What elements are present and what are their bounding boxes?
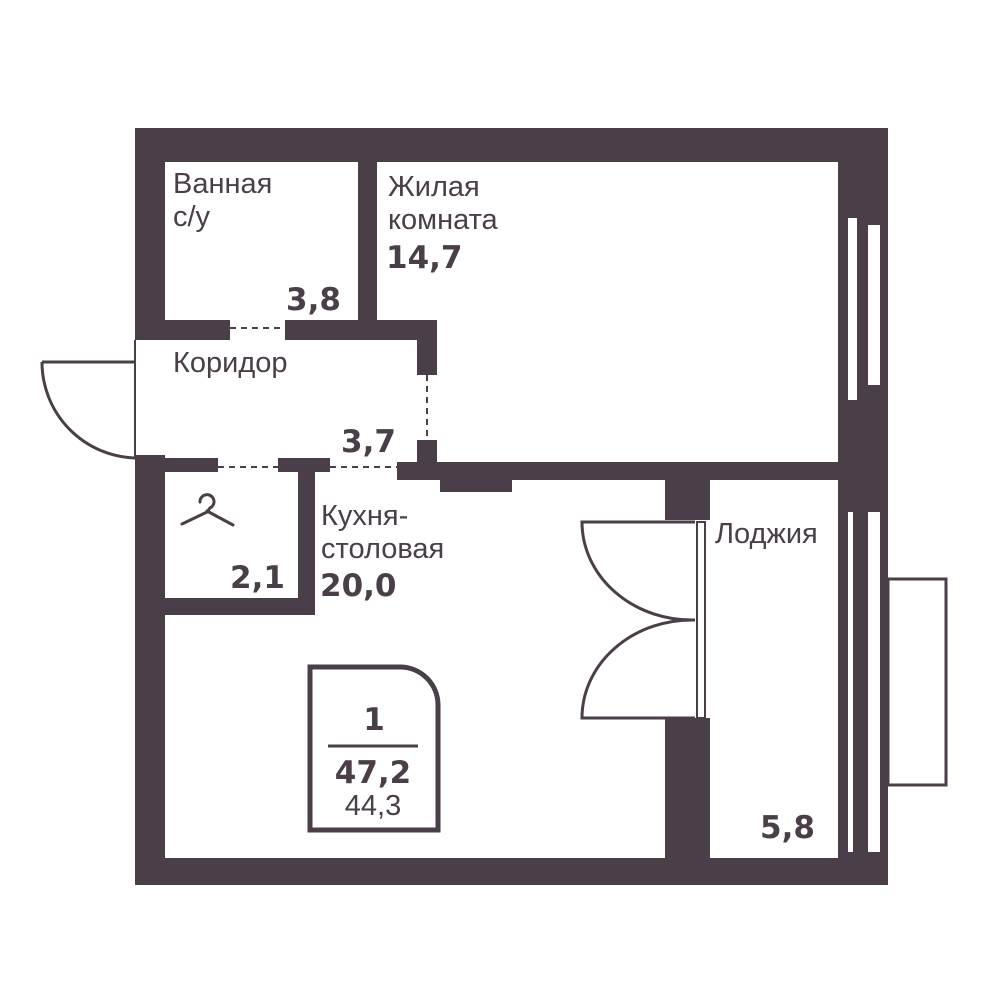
window-loggia	[848, 512, 880, 852]
living-area: 14,7	[386, 240, 463, 276]
corridor-area: 3,7	[341, 424, 396, 460]
kitchen-door-frame	[696, 521, 706, 719]
balcony-outline	[886, 577, 948, 787]
loggia-label: Лоджия	[715, 518, 818, 550]
entrance-door[interactable]	[40, 340, 136, 460]
living-label-2: комната	[388, 204, 499, 236]
room-count: 1	[363, 702, 385, 738]
window-living	[848, 218, 880, 400]
living-area-total: 44,3	[345, 790, 401, 822]
bathroom-area: 3,8	[286, 282, 341, 318]
living-label: Жилая	[388, 171, 480, 203]
loggia-area: 5,8	[760, 810, 815, 846]
kitchen-area: 20,0	[320, 568, 397, 604]
corridor-label: Коридор	[173, 347, 288, 379]
wardrobe-area: 2,1	[230, 560, 285, 596]
bathroom-label: Ванная	[173, 168, 272, 200]
bathroom-label-2: с/у	[173, 201, 211, 233]
total-area: 47,2	[335, 755, 412, 791]
kitchen-label-2: столовая	[321, 533, 444, 565]
kitchen-loggia-door[interactable]	[580, 520, 696, 720]
kitchen-label: Кухня-	[321, 500, 408, 532]
loggia-floor	[712, 510, 838, 850]
hanger-icon	[180, 493, 235, 527]
apartment-badge: 1 47,2 44,3	[307, 664, 441, 833]
